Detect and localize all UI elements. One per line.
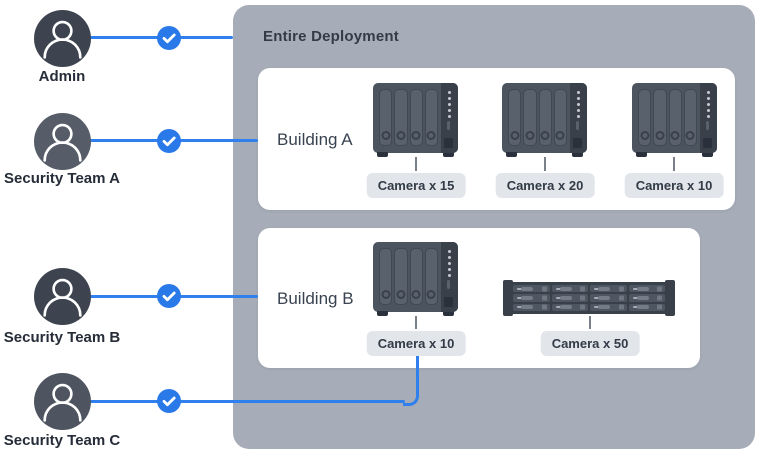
nas-port [573,138,582,148]
nas-foot [443,152,454,157]
check-badge [157,26,181,50]
nas-port [703,138,712,148]
rack-drive-trays [510,282,668,314]
user-label: Security Team C [3,432,121,449]
nas-device [632,83,717,157]
user-icon [43,278,82,317]
nas-status-leds [448,91,451,118]
nas-foot [636,152,647,157]
user-icon [43,123,82,162]
nas-side-panel [441,83,458,153]
user-icon [43,20,82,59]
check-icon [162,33,176,44]
avatar [34,10,91,67]
access-line-team-c [88,400,405,403]
check-badge [157,389,181,413]
building-a-label: Building A [277,130,353,149]
device-label-connector [673,157,675,171]
nas-slot [447,280,450,289]
nas-device [502,83,587,157]
nas-status-leds [577,91,580,118]
user-label: Admin [38,68,86,85]
device-label-connector [544,157,546,171]
avatar [34,113,91,170]
camera-count-pill: Camera x 10 [366,331,466,356]
device-label-connector [589,316,591,329]
nas-slot [576,121,579,130]
camera-count-pill: Camera x 50 [540,331,640,356]
nas-device [373,242,458,316]
camera-count-pill: Camera x 15 [366,173,466,198]
access-line-team-c-elbow [403,356,419,406]
nas-status-leds [448,250,451,277]
check-badge [157,129,181,153]
nas-foot [377,311,388,316]
nas-drive-bays [638,89,697,146]
building-b-label: Building B [277,289,354,308]
user-label: Security Team B [3,329,121,346]
check-icon [162,136,176,147]
device-label-connector [415,316,417,329]
nas-slot [706,121,709,130]
camera-count-pill: Camera x 10 [624,173,724,198]
deployment-title: Entire Deployment [263,28,399,45]
user-icon [43,383,82,422]
nas-foot [443,311,454,316]
nas-foot [702,152,713,157]
avatar [34,268,91,325]
user-label: Security Team A [4,170,120,187]
nas-side-panel [570,83,587,153]
nas-port [444,297,453,307]
check-icon [162,291,176,302]
camera-count-pill: Camera x 20 [495,173,595,198]
nas-foot [377,152,388,157]
nas-side-panel [441,242,458,312]
nas-drive-bays [508,89,567,146]
nas-side-panel [700,83,717,153]
check-badge [157,284,181,308]
nas-foot [506,152,517,157]
nas-port [444,138,453,148]
nas-drive-bays [379,89,438,146]
rack-rail [665,280,675,316]
rack-rail [503,280,513,316]
rackmount-device [503,280,675,316]
nas-status-leds [707,91,710,118]
check-icon [162,396,176,407]
avatar [34,373,91,430]
nas-foot [572,152,583,157]
nas-device [373,83,458,157]
device-label-connector [415,157,417,171]
nas-drive-bays [379,248,438,305]
nas-slot [447,121,450,130]
